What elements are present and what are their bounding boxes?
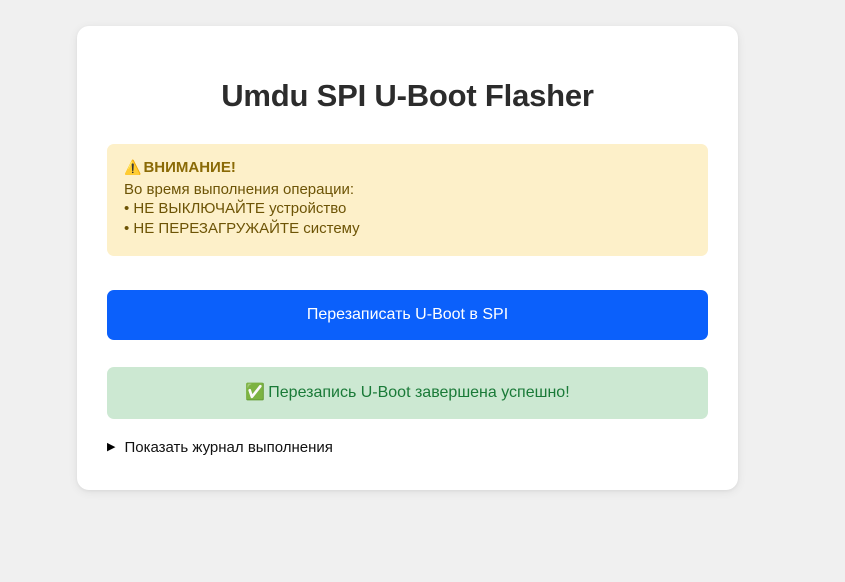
flasher-card: Umdu SPI U-Boot Flasher ⚠️ВНИМАНИЕ! Во в… bbox=[77, 26, 738, 490]
flash-uboot-button[interactable]: Перезаписать U-Boot в SPI bbox=[107, 290, 708, 340]
check-mark-icon: ✅ bbox=[245, 384, 266, 401]
warning-title-row: ⚠️ВНИМАНИЕ! bbox=[124, 158, 691, 178]
execution-log-summary-label: Показать журнал выполнения bbox=[124, 439, 333, 456]
warning-banner: ⚠️ВНИМАНИЕ! Во время выполнения операции… bbox=[107, 144, 708, 256]
warning-triangle-icon: ⚠️ bbox=[124, 159, 142, 175]
warning-title-label: ВНИМАНИЕ! bbox=[143, 159, 236, 176]
chevron-right-icon: ▶ bbox=[107, 441, 116, 453]
warning-item-no-reboot: • НЕ ПЕРЕЗАГРУЖАЙТЕ систему bbox=[124, 219, 360, 237]
execution-log-summary[interactable]: ▶ Показать журнал выполнения bbox=[107, 435, 708, 456]
status-message: Перезапись U-Boot завершена успешно! bbox=[268, 384, 570, 401]
warning-item-no-power-off: • НЕ ВЫКЛЮЧАЙТЕ устройство bbox=[124, 200, 347, 217]
page-title: Umdu SPI U-Boot Flasher bbox=[221, 78, 594, 113]
status-banner-success: ✅Перезапись U-Boot завершена успешно! bbox=[107, 367, 708, 419]
warning-intro-text: Во время выполнения операции: bbox=[124, 180, 354, 198]
execution-log-disclosure[interactable]: ▶ Показать журнал выполнения bbox=[107, 435, 708, 456]
